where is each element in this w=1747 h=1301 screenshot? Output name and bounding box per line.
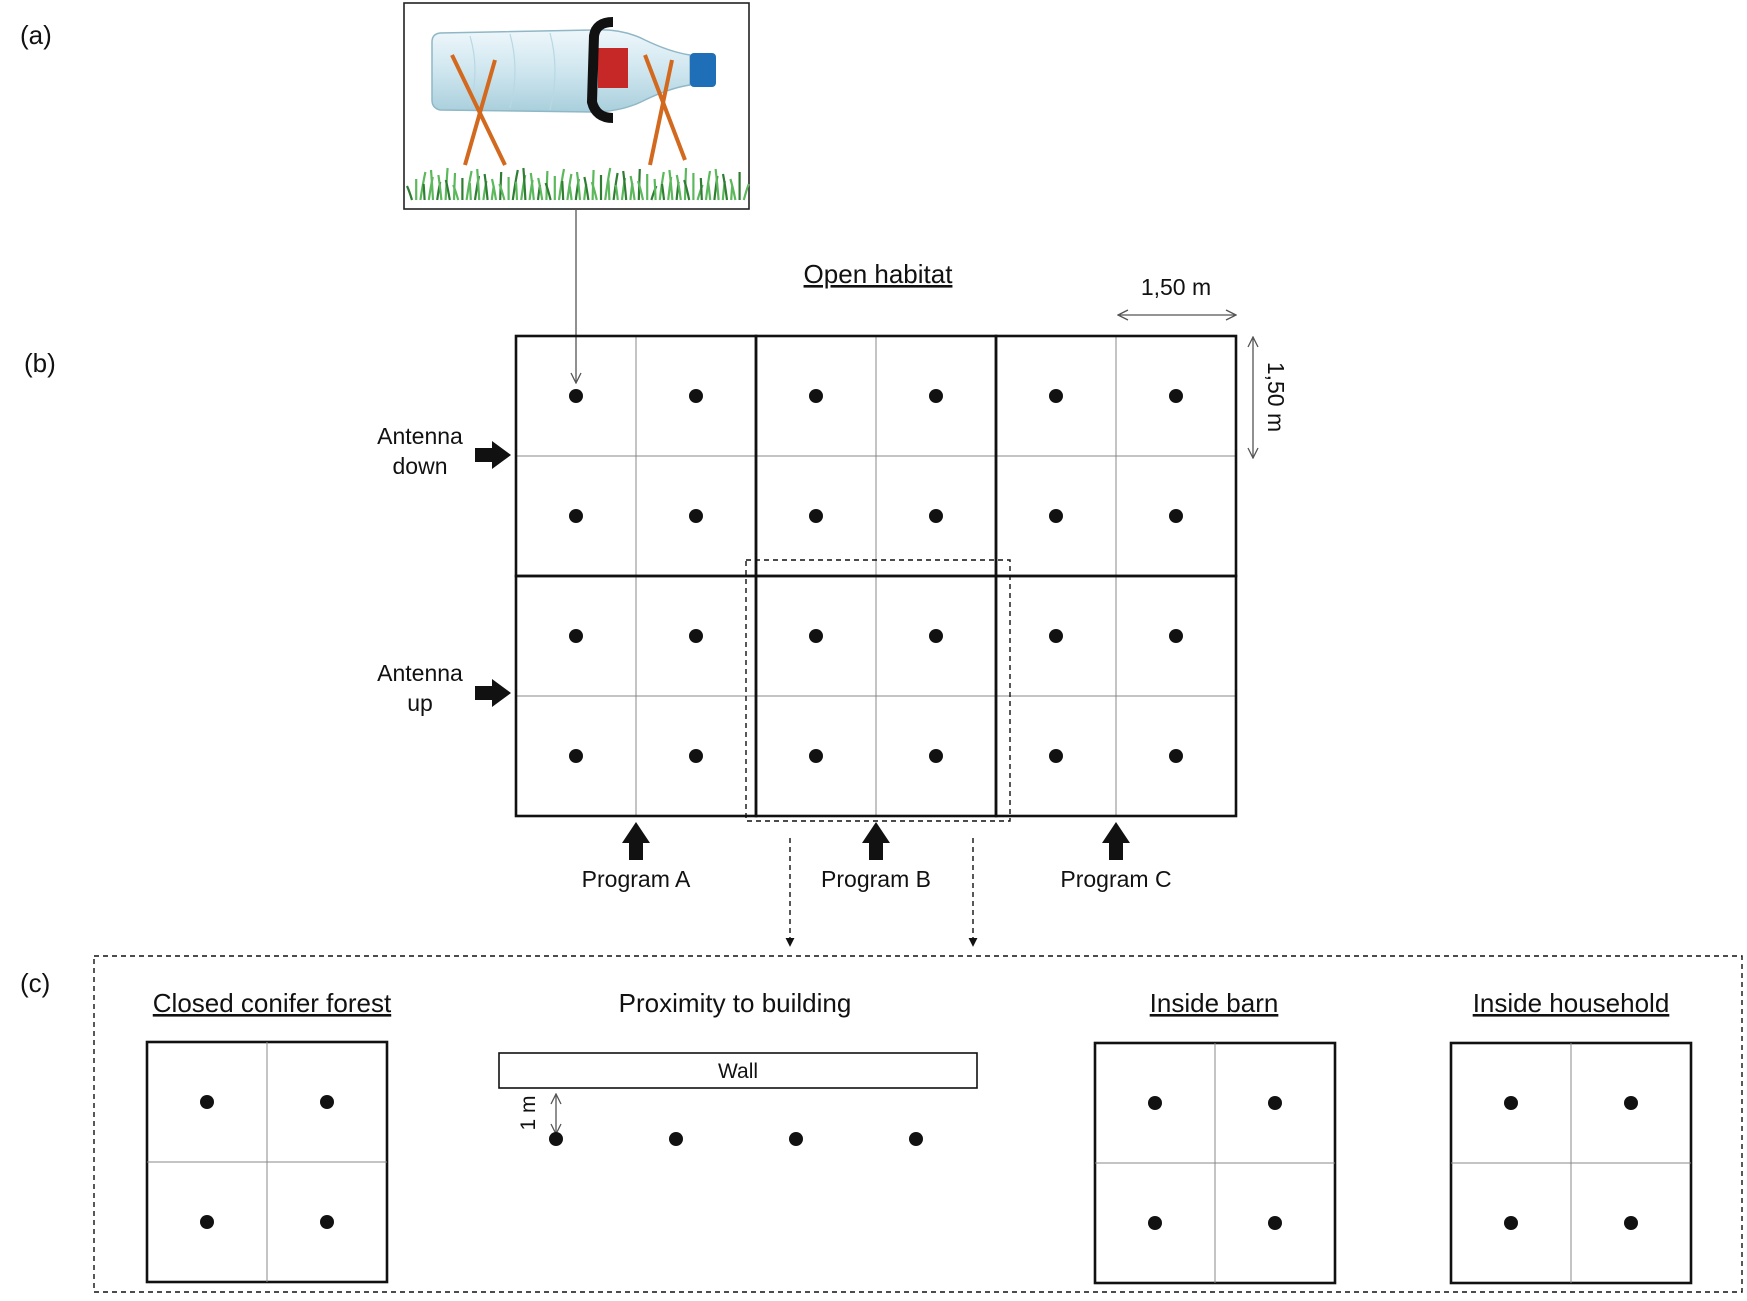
svg-text:Antenna: Antenna [377,660,463,686]
inside-household-title: Inside household [1473,988,1670,1018]
program-arrow-icon [862,822,890,860]
sample-point [929,509,943,523]
sample-point [809,509,823,523]
strap-icon [586,17,614,123]
grass-icon [405,167,750,201]
sample-point [1049,389,1063,403]
program-arrow-icon [1102,822,1130,860]
inside-barn-grid [1093,1041,1337,1285]
sample-point [809,389,823,403]
antenna-down-label: Antenna down [377,423,463,479]
antenna-down-arrow-icon [475,441,511,469]
program-labels: Program A Program B Program C [582,822,1172,892]
panel-label-c: (c) [20,968,50,998]
sample-point [689,749,703,763]
bottle-illustration [403,2,750,210]
sample-point [1504,1216,1518,1230]
sample-point [200,1215,214,1229]
sample-point [789,1132,803,1146]
sample-point [929,629,943,643]
antenna-up-arrow-icon [475,679,511,707]
open-habitat-title: Open habitat [804,259,954,289]
open-habitat-grid [514,334,1238,818]
dimension-height-label: 1,50 m [1263,362,1289,432]
sample-point [1624,1216,1638,1230]
panel-label-b: (b) [24,348,56,378]
svg-text:Antenna: Antenna [377,423,463,449]
wall-label: Wall [718,1060,758,1083]
program-arrow-icon [622,822,650,860]
sample-point [1268,1216,1282,1230]
sample-point [549,1132,563,1146]
bottle-icon [431,17,716,123]
sample-point [1049,509,1063,523]
program-b-selection-box [745,559,1011,822]
panel-label-a: (a) [20,20,52,50]
program-label: Program A [582,866,691,892]
closed-conifer-forest-title: Closed conifer forest [153,988,392,1018]
sample-point [320,1215,334,1229]
sample-point [1049,629,1063,643]
sample-point [689,629,703,643]
sample-point [669,1132,683,1146]
sample-point [569,389,583,403]
sample-point [1169,509,1183,523]
sample-point [929,389,943,403]
sample-point [1049,749,1063,763]
antenna-up-label: Antenna up [377,660,463,716]
sample-point [689,389,703,403]
sample-point [320,1095,334,1109]
sample-point [809,629,823,643]
svg-text:up: up [407,690,433,716]
sample-point [909,1132,923,1146]
sample-point [689,509,703,523]
svg-text:down: down [393,453,448,479]
sample-point [569,749,583,763]
sample-point [1148,1096,1162,1110]
sample-point [929,749,943,763]
inside-barn-title: Inside barn [1150,988,1279,1018]
sample-point [569,629,583,643]
program-label: Program C [1060,866,1171,892]
red-band-icon [598,48,628,88]
dimension-width: 1,50 m [1118,274,1236,315]
sample-point [1148,1216,1162,1230]
sample-point [1169,389,1183,403]
stand-legs-icon [450,54,687,166]
sample-point [1624,1096,1638,1110]
program-label: Program B [821,866,931,892]
sample-point [809,749,823,763]
wall-rect [498,1052,978,1089]
sample-point [1169,629,1183,643]
sample-point [200,1095,214,1109]
habitats-panel [93,955,1743,1293]
inside-household-grid [1449,1041,1693,1285]
sample-point [1169,749,1183,763]
sample-point [569,509,583,523]
sample-point [1268,1096,1282,1110]
dimension-height: 1,50 m [1253,337,1289,458]
proximity-to-building-title: Proximity to building [619,988,852,1018]
dimension-width-label: 1,50 m [1141,274,1211,300]
wall-distance-label: 1 m [517,1095,540,1130]
closed-conifer-forest-grid [145,1040,389,1284]
wall-points [549,1132,923,1146]
sample-point [1504,1096,1518,1110]
cap-icon [690,53,716,87]
